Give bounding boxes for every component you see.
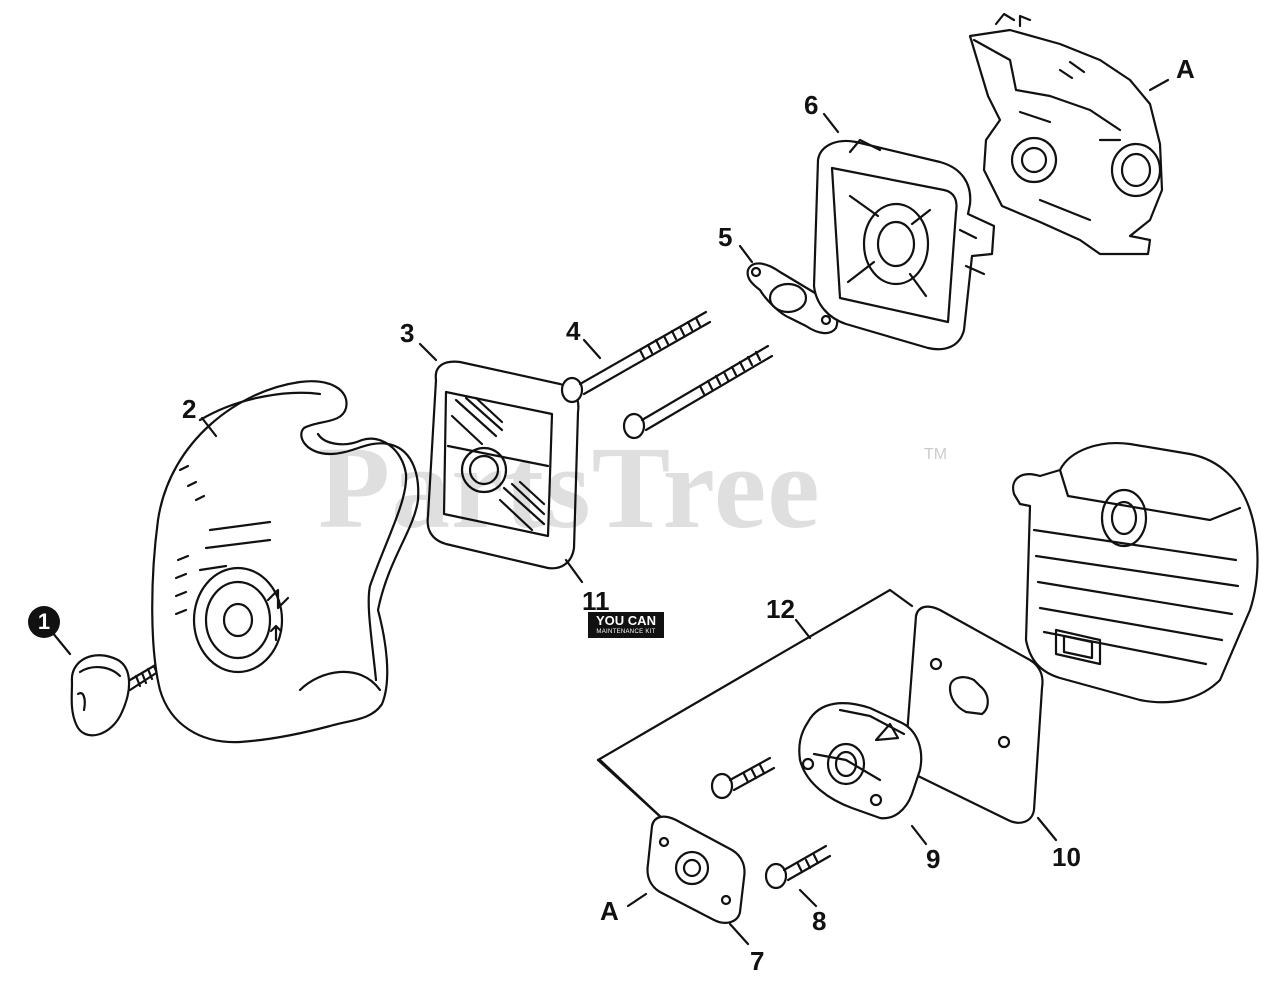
callout-9: 9: [926, 844, 941, 874]
carburetor-part: [968, 12, 1164, 256]
gasket-part-10: [904, 605, 1044, 824]
callout-2: 2: [182, 394, 197, 424]
screw-part-upper: [710, 756, 776, 800]
maintenance-kit-badge: YOU CAN MAINTENANCE KIT: [588, 612, 664, 638]
leader-line-3: [418, 342, 438, 362]
leader-line-a-bottom: [626, 892, 648, 908]
leader-line-10: [1036, 816, 1058, 842]
callout-11: 11: [582, 586, 610, 616]
badge-subtitle: MAINTENANCE KIT: [596, 629, 656, 635]
gasket-part-7: [646, 815, 746, 924]
air-filter-part: [426, 360, 580, 570]
leader-line-6: [822, 112, 840, 134]
leader-line-1: [50, 630, 72, 656]
watermark-trademark: TM: [924, 446, 948, 463]
bolt-part-upper: [560, 310, 712, 404]
leader-line-9: [910, 824, 928, 846]
leader-line-12: [794, 618, 812, 640]
callout-a-bottom: A: [600, 896, 619, 926]
leader-line-a-top: [1148, 78, 1170, 92]
callout-8: 8: [812, 906, 827, 936]
callout-12: 12: [766, 594, 795, 624]
knob-part: [70, 654, 166, 737]
plate-part: [746, 262, 839, 335]
leader-line-5: [738, 244, 754, 264]
leader-line-11: [564, 558, 584, 584]
watermark-text: PartsTree: [318, 422, 821, 553]
callout-1: 1: [28, 606, 60, 638]
air-cleaner-case-part: [812, 138, 996, 351]
insulator-part: [798, 702, 923, 820]
callout-a-top: A: [1176, 54, 1195, 84]
leader-line-2: [200, 416, 218, 438]
callout-3: 3: [400, 318, 415, 348]
cylinder-part: [1012, 442, 1259, 704]
kit-bracket-top: [596, 588, 892, 762]
kit-bracket-right: [888, 588, 914, 608]
bolt-part-lower: [622, 344, 774, 440]
callout-5: 5: [718, 222, 733, 252]
callout-6: 6: [804, 90, 819, 120]
air-cleaner-cover-part: [151, 380, 420, 744]
leader-line-4: [582, 338, 602, 360]
leader-line-8: [798, 888, 818, 908]
callout-4: 4: [566, 316, 581, 346]
callout-10: 10: [1052, 842, 1081, 872]
badge-title: YOU CAN: [596, 613, 656, 628]
screw-part-lower: [764, 844, 832, 890]
callout-7: 7: [750, 946, 765, 976]
kit-bracket-left: [596, 758, 666, 822]
leader-line-7: [728, 922, 750, 946]
